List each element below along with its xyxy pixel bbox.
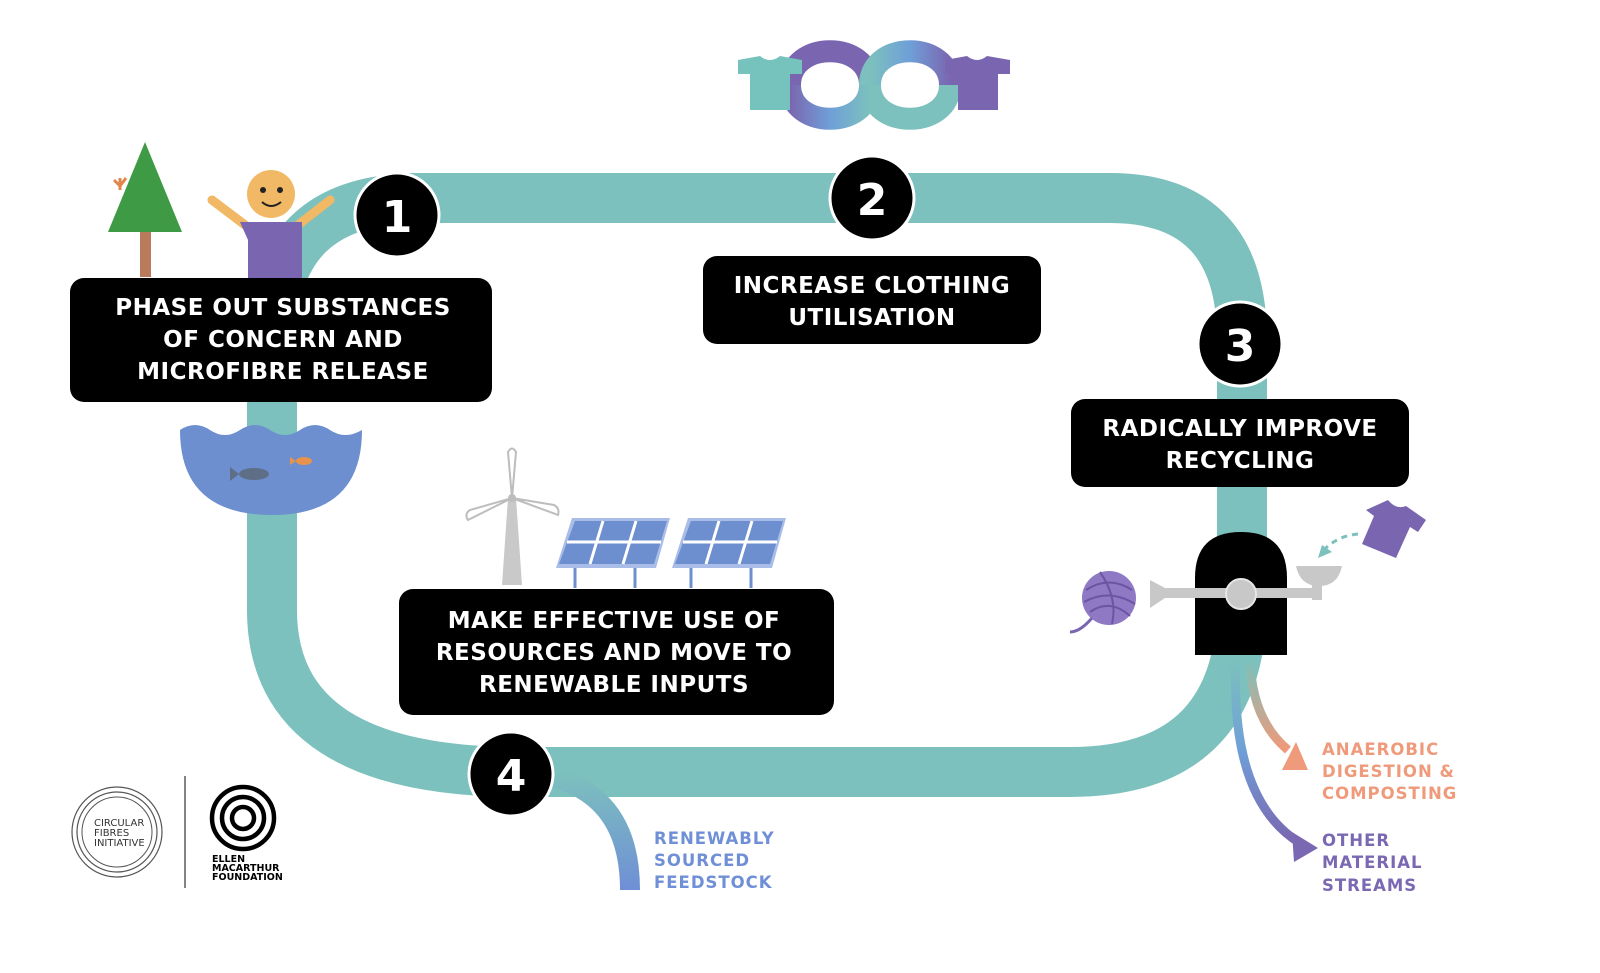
renewable-label-line: RENEWABLY [654, 829, 775, 848]
recycling-machine-icon [1150, 532, 1342, 655]
person-icon [207, 170, 335, 280]
step-3-number: 3 [1225, 321, 1256, 372]
tshirt-icon [1362, 500, 1426, 558]
yarn-ball-icon [1069, 571, 1136, 634]
step-1-number: 1 [382, 192, 413, 243]
other-materials-flow-arrow [1231, 659, 1303, 847]
anaerobic-label-line: DIGESTION & [1322, 762, 1455, 781]
step-2-label: INCREASE CLOTHING UTILISATION [703, 256, 1041, 344]
anaerobic-flow-arrow [1245, 659, 1291, 754]
other-materials-label-line: STREAMS [1322, 876, 1417, 895]
step-3-label-line: RADICALLY IMPROVE [1102, 416, 1377, 442]
tshirt-icon [738, 56, 802, 110]
other-materials-label-line: OTHER [1322, 831, 1390, 850]
step-4-label-line: RESOURCES AND MOVE TO [436, 640, 792, 666]
step-4-label-line: MAKE EFFECTIVE USE OF [448, 608, 780, 634]
step-3-marker: 3 [1196, 300, 1284, 388]
cfi-logo-line: FIBRES [94, 828, 129, 839]
step-2-label-line: INCREASE CLOTHING [734, 273, 1011, 299]
cfi-logo-line: INITIATIVE [94, 838, 145, 849]
emf-logo-line: ELLEN [212, 854, 245, 865]
step-2-label-line: UTILISATION [788, 305, 955, 331]
anaerobic-label: ANAEROBIC DIGESTION & COMPOSTING [1322, 740, 1457, 803]
anaerobic-label-line: COMPOSTING [1322, 784, 1457, 803]
ellen-macarthur-foundation-logo: ELLEN MACARTHUR FOUNDATION [209, 784, 283, 883]
anaerobic-label-line: ANAEROBIC [1322, 740, 1439, 759]
step-1-label-line: PHASE OUT SUBSTANCES [115, 295, 451, 321]
step-2-marker: 2 [828, 154, 916, 242]
renewable-feedstock-label: RENEWABLY SOURCED FEEDSTOCK [654, 829, 775, 892]
emf-logo-line: FOUNDATION [212, 872, 283, 883]
step-3-label-line: RECYCLING [1166, 448, 1315, 474]
step-4-label: MAKE EFFECTIVE USE OF RESOURCES AND MOVE… [399, 589, 834, 715]
infinity-icon [779, 40, 961, 130]
step-1-marker: 1 [353, 171, 441, 259]
wind-turbine-icon [465, 447, 560, 585]
solar-panel-icon [672, 518, 786, 588]
circular-fibres-initiative-logo: CIRCULAR FIBRES INITIATIVE [71, 786, 163, 878]
anaerobic-arrowhead [1282, 742, 1308, 770]
dashed-arrowhead [1318, 545, 1332, 558]
step-4-label-line: RENEWABLE INPUTS [479, 672, 749, 698]
step-1-label-line: MICROFIBRE RELEASE [137, 359, 429, 385]
tshirt-icon [945, 56, 1010, 110]
step-4-marker: 4 [467, 730, 555, 818]
other-materials-label: OTHER MATERIAL STREAMS [1322, 831, 1423, 895]
step-1-label: PHASE OUT SUBSTANCES OF CONCERN AND MICR… [70, 278, 492, 402]
step-1-label-line: OF CONCERN AND [163, 327, 403, 353]
water-fish-icon [180, 425, 362, 515]
emf-logo-line: MACARTHUR [212, 863, 280, 874]
renewable-label-line: FEEDSTOCK [654, 873, 773, 892]
renewable-label-line: SOURCED [654, 851, 750, 870]
step-3-label: RADICALLY IMPROVE RECYCLING [1071, 399, 1409, 487]
other-materials-label-line: MATERIAL [1322, 853, 1423, 872]
cfi-logo-line: CIRCULAR [94, 818, 144, 829]
tree-icon [108, 142, 182, 277]
step-2-number: 2 [857, 175, 888, 226]
solar-panel-icon [556, 518, 670, 588]
other-materials-arrowhead [1292, 832, 1318, 862]
step-4-number: 4 [496, 751, 527, 802]
